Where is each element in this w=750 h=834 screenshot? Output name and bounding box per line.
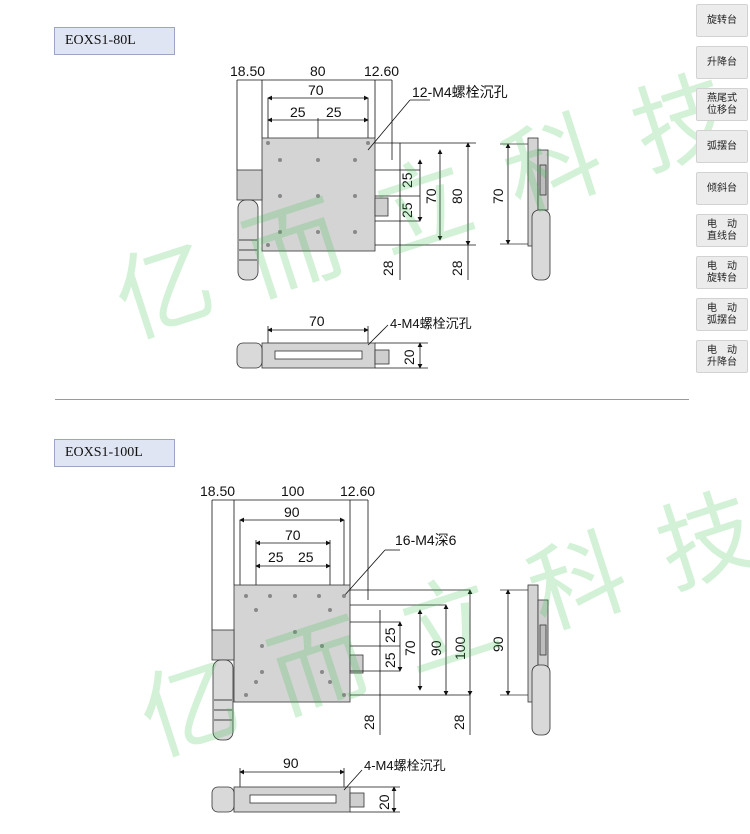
drawing-100l-bottom-view (211, 768, 400, 813)
dim-100l-pitch-a: 25 (268, 549, 284, 565)
dim-80l-width: 80 (310, 63, 326, 79)
dim-100l-pitch-b: 25 (298, 549, 314, 565)
dim-80l-pitch-a: 25 (290, 104, 306, 120)
dim-80l-bottom-height: 20 (401, 349, 417, 365)
drawing-80l-side-view (500, 137, 551, 281)
sidebar-item-dovetail-stage[interactable]: 燕尾式 位移台 (696, 88, 748, 121)
holes-100l (244, 594, 346, 697)
drawing-100l-side-view (500, 584, 551, 736)
note-100l-bottom-holes: 4-M4螺栓沉孔 (364, 758, 446, 773)
model-label-100l: EOXS1-100L (54, 439, 175, 467)
model-label-80l: EOXS1-80L (54, 27, 175, 55)
dim-100l-v-span-90: 90 (428, 640, 444, 656)
dim-80l-right-offset: 12.60 (364, 63, 399, 79)
sidebar-item-motorized-lift[interactable]: 电 动 升降台 (696, 340, 748, 373)
dim-80l-bottom-span: 70 (309, 313, 325, 329)
note-80l-holes: 12-M4螺栓沉孔 (412, 84, 508, 100)
dim-100l-v-width: 100 (452, 636, 468, 660)
sidebar-item-lift-stage[interactable]: 升降台 (696, 46, 748, 79)
dim-100l-left-offset: 18.50 (200, 483, 235, 499)
dim-80l-v-pitch-a: 25 (399, 172, 415, 188)
category-sidebar: 旋转台 升降台 燕尾式 位移台 弧摆台 倾斜台 电 动 直线台 电 动 旋转台 … (694, 4, 750, 382)
sidebar-item-motorized-linear[interactable]: 电 动 直线台 (696, 214, 748, 247)
dim-100l-bottom-span: 90 (283, 755, 299, 771)
sidebar-item-rotation-stage[interactable]: 旋转台 (696, 4, 748, 37)
dim-100l-v-pitch-a: 25 (382, 627, 398, 643)
dim-100l-side-28b: 28 (451, 714, 467, 730)
technical-drawings: 18.50 80 12.60 70 25 25 12-M4螺栓沉孔 25 25 … (200, 63, 551, 813)
dim-80l-side-28a: 28 (380, 260, 396, 276)
sidebar-item-motorized-goniometer[interactable]: 电 动 弧摆台 (696, 298, 748, 331)
drawing-80l-bottom-view (236, 324, 428, 369)
dim-100l-side-height: 90 (490, 636, 506, 652)
dim-100l-bottom-height: 20 (376, 794, 392, 810)
dim-100l-side-28a: 28 (361, 714, 377, 730)
dim-80l-v-pitch-b: 25 (399, 202, 415, 218)
dim-80l-hole-span: 70 (308, 82, 324, 98)
dim-100l-v-pitch-b: 25 (382, 652, 398, 668)
note-80l-bottom-holes: 4-M4螺栓沉孔 (390, 316, 472, 331)
sidebar-item-tilt-stage[interactable]: 倾斜台 (696, 172, 748, 205)
dim-100l-v-hole-span: 70 (402, 640, 418, 656)
dim-80l-v-width: 80 (449, 188, 465, 204)
dim-80l-pitch-b: 25 (326, 104, 342, 120)
drawing-80l-top-view (236, 79, 476, 281)
dim-80l-left-offset: 18.50 (230, 63, 265, 79)
dim-100l-span-90: 90 (284, 504, 300, 520)
dim-80l-side-height: 70 (490, 188, 506, 204)
sidebar-item-motorized-rotation[interactable]: 电 动 旋转台 (696, 256, 748, 289)
holes-80l (266, 141, 370, 247)
dim-100l-right-offset: 12.60 (340, 483, 375, 499)
dim-80l-side-28b: 28 (449, 260, 465, 276)
dim-100l-width: 100 (281, 483, 305, 499)
note-100l-holes: 16-M4深6 (395, 532, 457, 548)
sidebar-item-goniometer-stage[interactable]: 弧摆台 (696, 130, 748, 163)
section-divider (55, 399, 689, 400)
dim-100l-hole-span: 70 (285, 527, 301, 543)
dim-80l-v-hole-span: 70 (423, 188, 439, 204)
